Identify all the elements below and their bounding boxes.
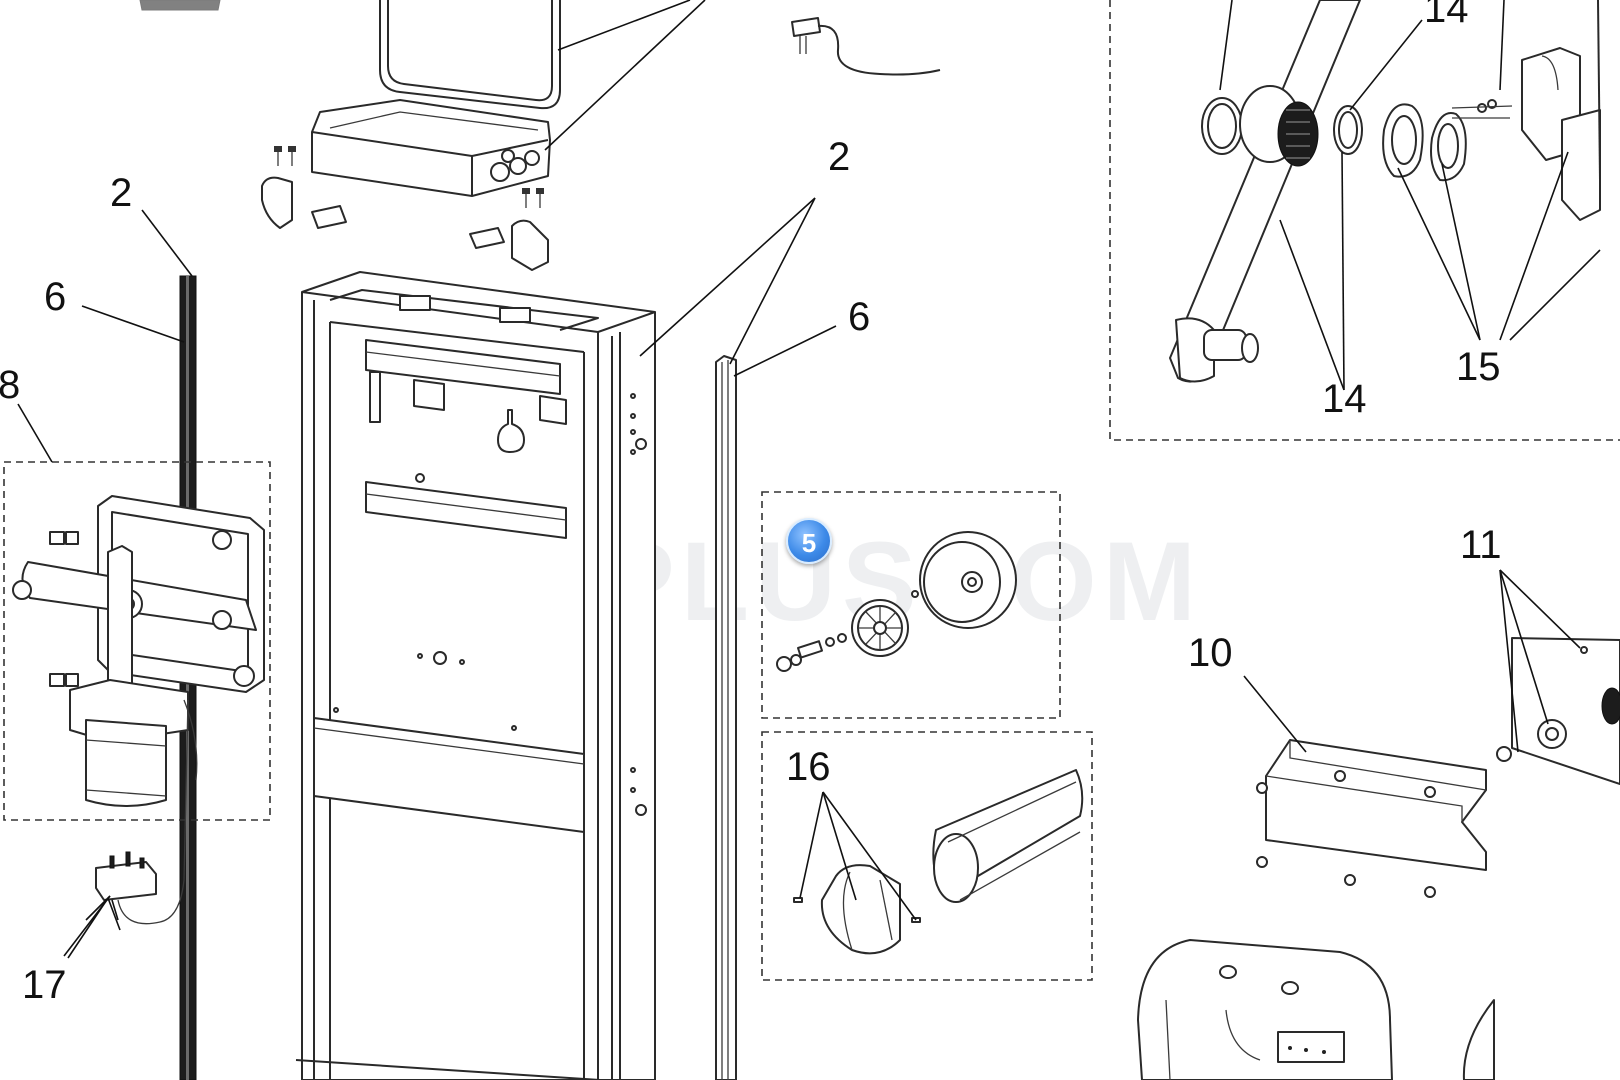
callout-15: 15 [1456,345,1501,389]
limit-switch [63,699,189,959]
callout-17: 17 [22,963,67,1007]
part-5-badge[interactable]: 5 [786,518,832,564]
callout-6-left: 6 [44,275,66,319]
main-cabinet [295,197,816,1080]
callout-10: 10 [1188,631,1233,675]
callout-16: 16 [786,745,831,789]
part-10-bracket [1243,675,1487,898]
callout-labels: 2 6 8 17 2 6 16 14 14 15 10 11 [0,0,1502,1007]
callout-14-bottom: 14 [1322,377,1367,421]
right-seal [715,197,837,1080]
callout-8: 8 [0,363,20,407]
callout-14-top: 14 [1424,0,1469,31]
part-11-plate [1496,569,1620,785]
parts-14-15-group [1109,0,1620,441]
bottom-cover [1137,939,1495,1080]
gearmotor-group [3,403,271,821]
callout-2-right: 2 [828,135,850,179]
callout-11: 11 [1460,523,1502,567]
callout-2-left: 2 [110,171,132,215]
sensor-cable [791,17,941,76]
callout-6-right: 6 [848,295,870,339]
part-16-group [761,731,1093,981]
control-box [139,0,706,271]
part-5-group [761,491,1061,719]
